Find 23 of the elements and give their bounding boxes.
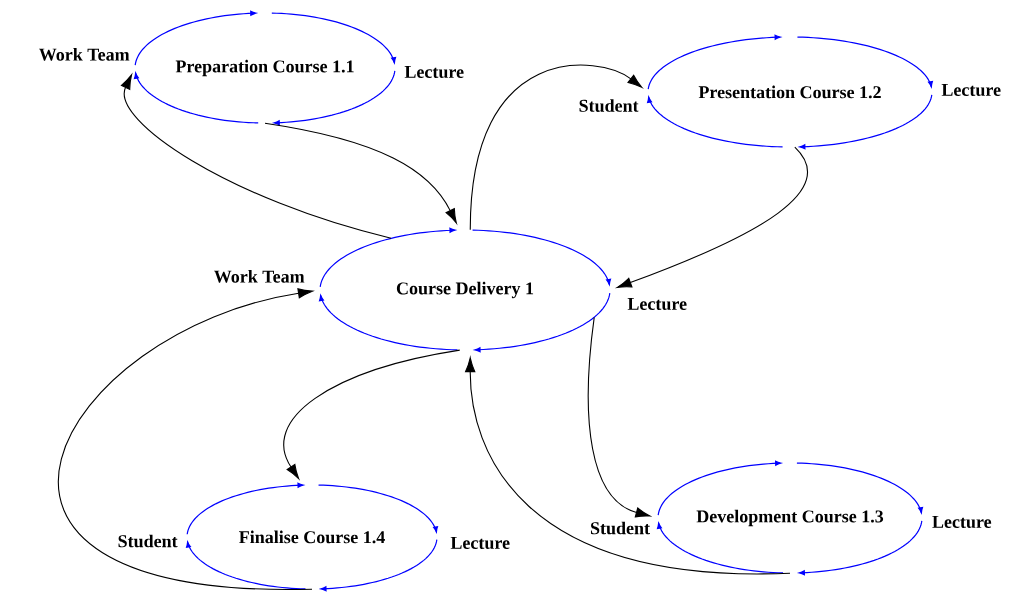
arrow <box>264 122 457 224</box>
side-label: Lecture <box>932 516 992 528</box>
arrow <box>283 349 461 480</box>
node-label: Presentation Course 1.2 <box>698 85 881 99</box>
side-label: Student <box>118 534 178 548</box>
side-label: Lecture <box>627 298 687 310</box>
side-label: Work Team <box>214 270 305 283</box>
side-label: Student <box>591 521 650 535</box>
side-label: Lecture <box>404 66 464 78</box>
node-label: Finalise Course 1.4 <box>239 530 385 544</box>
side-label: Lecture <box>450 537 510 549</box>
arrow <box>120 74 392 239</box>
node-label: Course Delivery 1 <box>396 281 534 299</box>
arrow <box>469 64 643 231</box>
side-label: Lecture <box>941 84 1001 96</box>
arrow <box>587 316 651 518</box>
arrow <box>465 357 791 574</box>
arrow <box>58 288 313 590</box>
side-label: Student <box>579 99 639 112</box>
node-label: Development Course 1.3 <box>696 509 884 527</box>
arrow <box>616 146 808 288</box>
node-label: Preparation Course 1.1 <box>175 59 354 77</box>
side-label: Work Team <box>39 48 130 61</box>
